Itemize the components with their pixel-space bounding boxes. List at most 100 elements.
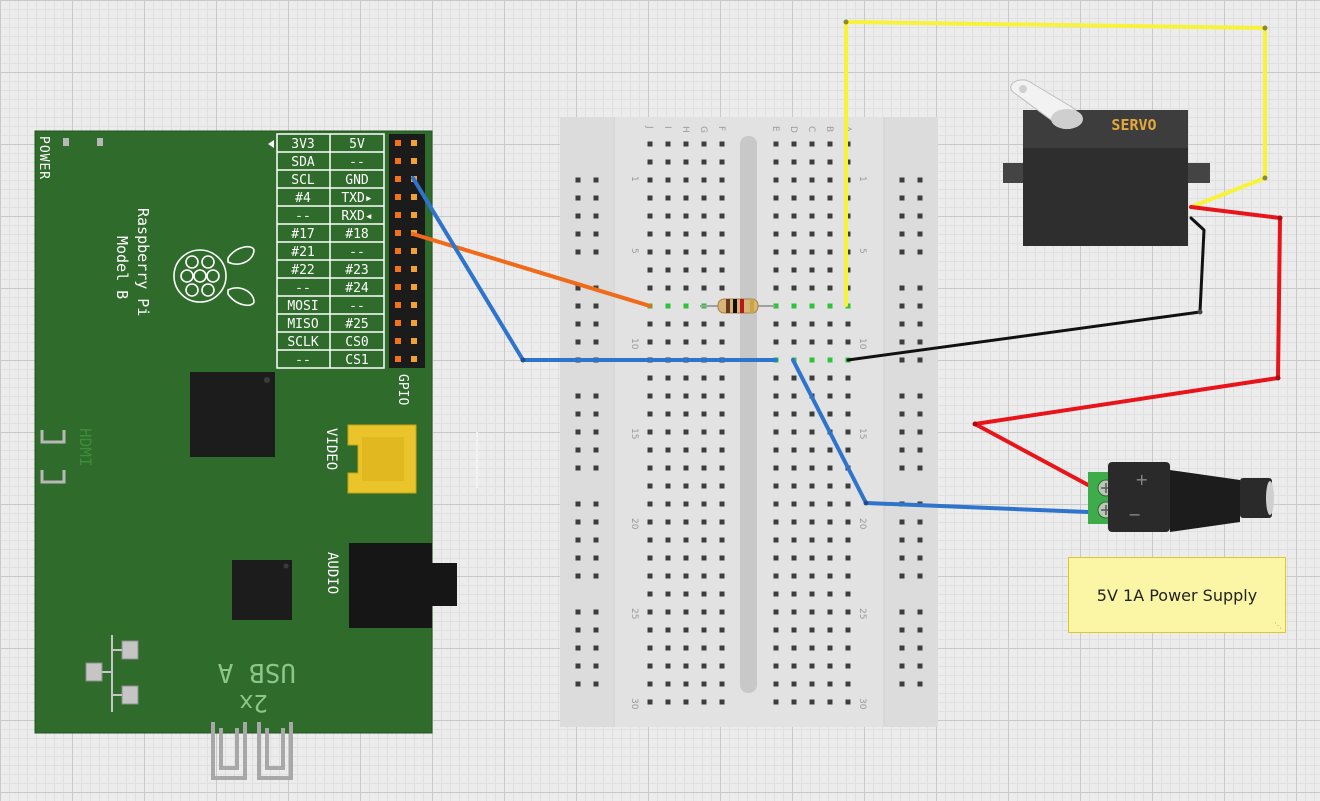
gpio-pin[interactable] (395, 338, 401, 344)
breadboard-hole[interactable] (845, 519, 851, 525)
rail-hole[interactable] (575, 429, 581, 435)
breadboard-hole[interactable] (647, 447, 653, 453)
breadboard-hole[interactable] (791, 501, 797, 507)
breadboard-hole[interactable] (683, 627, 689, 633)
breadboard-hole[interactable] (845, 501, 851, 507)
breadboard-hole[interactable] (773, 375, 779, 381)
rail-hole[interactable] (575, 285, 581, 291)
breadboard-hole[interactable] (647, 501, 653, 507)
breadboard-hole[interactable] (809, 537, 815, 543)
gpio-pin[interactable] (411, 356, 417, 362)
breadboard-hole[interactable] (701, 681, 707, 687)
rail-hole[interactable] (917, 429, 923, 435)
breadboard-hole[interactable] (701, 465, 707, 471)
breadboard-hole[interactable] (791, 375, 797, 381)
breadboard-hole[interactable] (809, 519, 815, 525)
gpio-pin[interactable] (395, 356, 401, 362)
rail-hole[interactable] (917, 411, 923, 417)
rail-hole[interactable] (593, 393, 599, 399)
gpio-pin[interactable] (395, 284, 401, 290)
breadboard-hole[interactable] (827, 393, 833, 399)
rail-hole[interactable] (917, 357, 923, 363)
rail-hole[interactable] (917, 573, 923, 579)
breadboard-hole[interactable] (809, 555, 815, 561)
breadboard-hole[interactable] (647, 555, 653, 561)
rail-hole[interactable] (899, 537, 905, 543)
breadboard-hole[interactable] (719, 213, 725, 219)
breadboard-hole[interactable] (647, 663, 653, 669)
gpio-pin[interactable] (411, 248, 417, 254)
wire-red-power[interactable] (973, 205, 1282, 488)
rail-hole[interactable] (917, 681, 923, 687)
gpio-pin[interactable] (411, 140, 417, 146)
breadboard-hole[interactable] (791, 627, 797, 633)
rail-hole[interactable] (917, 663, 923, 669)
breadboard-hole[interactable] (647, 231, 653, 237)
breadboard-hole[interactable] (665, 591, 671, 597)
breadboard-hole[interactable] (791, 159, 797, 165)
breadboard-hole[interactable] (773, 465, 779, 471)
breadboard-hole[interactable] (701, 663, 707, 669)
rail-hole[interactable] (899, 411, 905, 417)
rail-hole[interactable] (899, 681, 905, 687)
breadboard-hole[interactable] (647, 375, 653, 381)
rail-hole[interactable] (575, 465, 581, 471)
rail-hole[interactable] (899, 357, 905, 363)
breadboard-hole[interactable] (683, 141, 689, 147)
breadboard-hole[interactable] (701, 231, 707, 237)
breadboard-hole[interactable] (809, 681, 815, 687)
breadboard-hole[interactable] (791, 573, 797, 579)
breadboard-hole[interactable] (701, 195, 707, 201)
breadboard-hole[interactable] (683, 663, 689, 669)
breadboard-hole[interactable] (827, 537, 833, 543)
breadboard-hole[interactable] (809, 627, 815, 633)
breadboard-hole[interactable] (773, 699, 779, 705)
breadboard-hole[interactable] (701, 609, 707, 615)
gpio-pin[interactable] (395, 230, 401, 236)
breadboard-hole[interactable] (665, 447, 671, 453)
breadboard-hole[interactable] (719, 141, 725, 147)
breadboard-hole[interactable] (665, 537, 671, 543)
rail-hole[interactable] (575, 519, 581, 525)
breadboard-hole[interactable] (845, 537, 851, 543)
breadboard-hole[interactable] (719, 519, 725, 525)
breadboard-hole[interactable] (647, 591, 653, 597)
breadboard-hole[interactable] (773, 213, 779, 219)
breadboard-hole[interactable] (791, 645, 797, 651)
breadboard-hole[interactable] (827, 375, 833, 381)
rail-hole[interactable] (899, 645, 905, 651)
breadboard-hole[interactable] (701, 483, 707, 489)
servo-motor[interactable]: SERVO (1003, 79, 1210, 246)
rail-hole[interactable] (917, 249, 923, 255)
breadboard-hole[interactable] (683, 501, 689, 507)
breadboard-hole[interactable] (683, 537, 689, 543)
breadboard-hole[interactable] (719, 231, 725, 237)
breadboard-hole[interactable] (665, 267, 671, 273)
breadboard-hole[interactable] (809, 663, 815, 669)
breadboard-hole[interactable] (809, 609, 815, 615)
gpio-pin[interactable] (395, 320, 401, 326)
breadboard-hole[interactable] (827, 141, 833, 147)
breadboard-hole[interactable] (809, 591, 815, 597)
breadboard-hole[interactable] (827, 501, 833, 507)
breadboard-hole[interactable] (845, 429, 851, 435)
gpio-pin[interactable] (411, 158, 417, 164)
rail-hole[interactable] (593, 555, 599, 561)
breadboard-hole[interactable] (701, 519, 707, 525)
breadboard-hole[interactable] (827, 447, 833, 453)
rail-hole[interactable] (575, 663, 581, 669)
breadboard-hole[interactable] (827, 231, 833, 237)
breadboard-hole[interactable] (791, 393, 797, 399)
breadboard-hole[interactable] (845, 627, 851, 633)
gpio-pin[interactable] (395, 140, 401, 146)
breadboard-hole[interactable] (665, 159, 671, 165)
breadboard-hole[interactable] (719, 429, 725, 435)
breadboard-hole[interactable] (683, 591, 689, 597)
breadboard-hole[interactable] (665, 339, 671, 345)
rail-hole[interactable] (917, 465, 923, 471)
breadboard-hole[interactable] (809, 267, 815, 273)
breadboard-hole[interactable] (701, 177, 707, 183)
rail-hole[interactable] (899, 303, 905, 309)
rail-hole[interactable] (899, 627, 905, 633)
breadboard-hole[interactable] (647, 267, 653, 273)
